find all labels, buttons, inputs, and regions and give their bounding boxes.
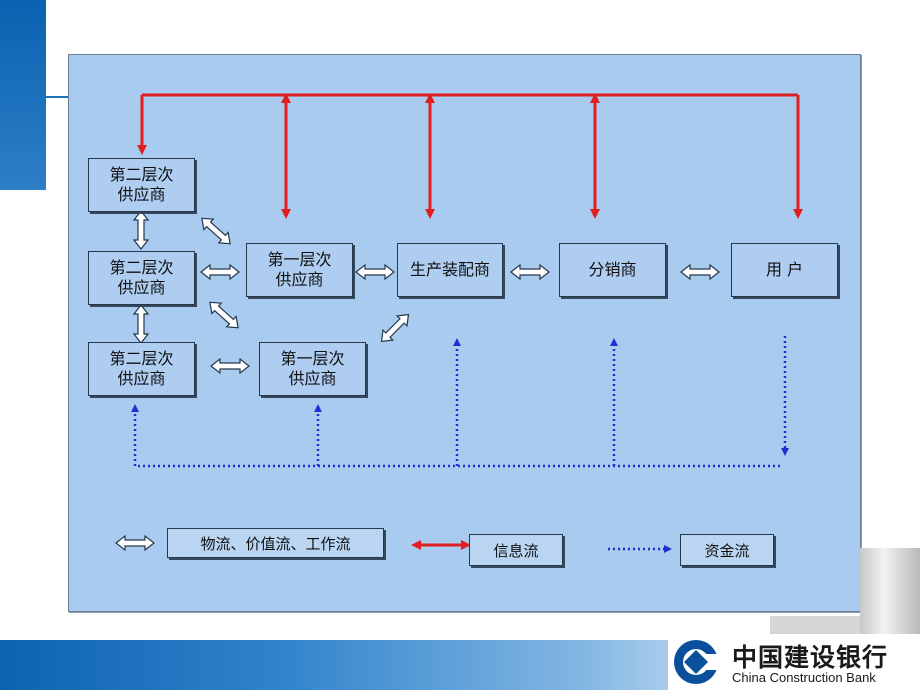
supply-chain-diagram: [68, 54, 861, 612]
manufacturer-node: 生产装配商: [397, 243, 503, 297]
double-arrow-tier2c-tier1b: [210, 358, 250, 374]
distributor-node: 分销商: [559, 243, 666, 297]
legend-material-flow-label: 物流、价值流、工作流: [167, 528, 384, 558]
slide-accent-bar: [0, 0, 46, 190]
double-arrow-tier2-bc: [133, 304, 149, 344]
tier2-supplier-c: 第二层次 供应商: [88, 342, 195, 396]
legend-glyphs: [115, 535, 672, 553]
double-arrow-tier2-ab: [133, 210, 149, 250]
legend-material-flow-icon: [115, 535, 155, 551]
tier1-supplier-b: 第一层次 供应商: [259, 342, 366, 396]
tier2-supplier-b: 第二层次 供应商: [88, 251, 195, 305]
info-flow-lines: [137, 93, 803, 219]
bank-logo-area: [668, 634, 920, 690]
double-arrow-tier1b-manufacturer: [375, 308, 415, 348]
slide-accent-line: [46, 96, 68, 98]
legend-info-flow-label: 信息流: [469, 534, 563, 566]
building-photo: [860, 548, 920, 640]
capital-flow-lines: [131, 336, 789, 468]
double-arrow-distributor-user: [680, 264, 720, 280]
double-arrow-manufacturer-distributor: [510, 264, 550, 280]
tier1-supplier-a: 第一层次 供应商: [246, 243, 353, 297]
double-arrow-tier2b-tier1a: [200, 264, 240, 280]
double-arrow-tier2a-tier1a: [196, 212, 236, 250]
user-node: 用 户: [731, 243, 838, 297]
bank-name-en: China Construction Bank: [732, 670, 876, 685]
bank-name-cn: 中国建设银行: [732, 643, 889, 672]
legend-capital-flow-label: 资金流: [680, 534, 774, 566]
ccb-logo-icon: [674, 640, 720, 684]
tier2-supplier-a: 第二层次 供应商: [88, 158, 195, 212]
double-arrow-tier1a-manufacturer: [355, 264, 395, 280]
double-arrow-tier2c-tier1a: [204, 296, 244, 334]
